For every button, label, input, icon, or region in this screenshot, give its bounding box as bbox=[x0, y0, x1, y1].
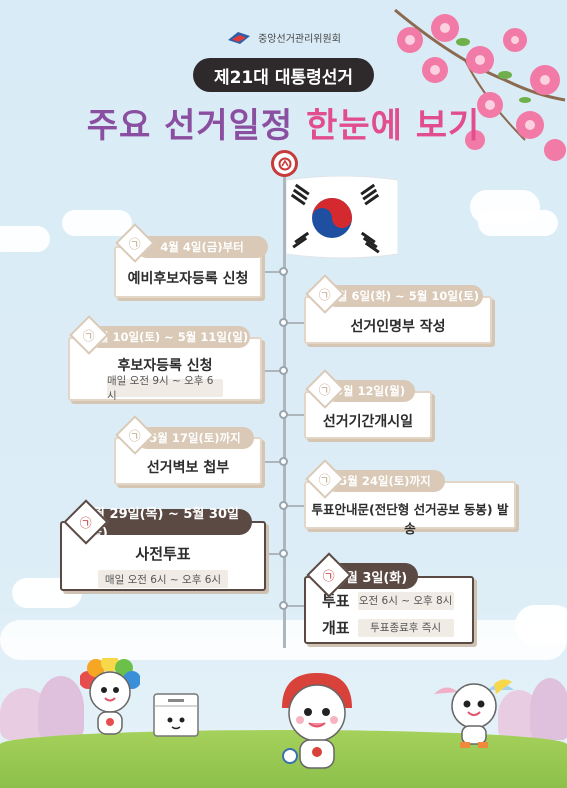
event-date-tag: 5월 29일(목) ~ 5월 30일(금) bbox=[84, 507, 252, 541]
timeline-node bbox=[279, 267, 288, 276]
event-title: 선거인명부 작성 bbox=[350, 319, 446, 335]
event-title: 투표안내문(전단형 선거공보 동봉) 발송 bbox=[311, 502, 509, 536]
organization-header: 중앙선거관리위원회 bbox=[0, 28, 567, 46]
vote-time: 오전 6시 ~ 오후 8시 bbox=[357, 591, 454, 610]
cloud bbox=[515, 605, 567, 645]
event-date-tag: 5월 24일(토)까지 bbox=[325, 470, 445, 492]
event-date-tag: 5월 10일(토) ~ 5월 11일(일) bbox=[88, 326, 250, 348]
election-name-pill: 제21대 대통령선거 bbox=[193, 58, 374, 92]
event-title: 후보자등록 신청 bbox=[117, 358, 213, 374]
pole-top-stamp-icon bbox=[271, 150, 298, 177]
timeline-connector bbox=[266, 553, 284, 555]
timeline-connector bbox=[262, 461, 284, 463]
blossom-bush-decoration bbox=[38, 676, 84, 740]
main-mascot-stamp-icon bbox=[282, 673, 352, 769]
event-time-note: 매일 오전 9시 ~ 오후 6시 bbox=[107, 375, 223, 402]
korean-flag-icon bbox=[286, 176, 398, 259]
ballot-box-mascot-icon bbox=[153, 693, 199, 737]
timeline-node bbox=[279, 549, 288, 558]
timeline-connector bbox=[286, 322, 304, 324]
count-time: 투표종료후 즉시 bbox=[357, 618, 454, 637]
event-date-tag: 5월 12일(월) bbox=[325, 380, 415, 402]
event-title: 선거벽보 첩부 bbox=[146, 460, 230, 476]
event-time-note: 매일 오전 6시 ~ 오후 6시 bbox=[98, 570, 228, 588]
timeline-node bbox=[279, 501, 288, 510]
event-date-tag: 5월 17일(토)까지 bbox=[136, 427, 254, 449]
timeline-node bbox=[279, 457, 288, 466]
title-part-2: 한눈에 보기 bbox=[306, 106, 481, 146]
blossom-bush-decoration bbox=[530, 678, 567, 740]
blossom-branch-decoration bbox=[394, 8, 566, 161]
timeline-connector bbox=[262, 271, 284, 273]
election-commission-logo-icon bbox=[228, 32, 251, 44]
event-title: 선거기간개시일 bbox=[322, 414, 414, 430]
cloud bbox=[0, 226, 50, 252]
event-title: 사전투표 bbox=[135, 545, 191, 563]
timeline-node bbox=[279, 410, 288, 419]
mascot-winged-icon bbox=[434, 679, 514, 748]
event-date-tag: 5월 6일(화) ~ 5월 10일(토) bbox=[325, 285, 483, 307]
title-part-1: 주요 선거일정 bbox=[86, 106, 294, 146]
page-title: 주요 선거일정 한눈에 보기 bbox=[0, 98, 567, 147]
timeline-node bbox=[279, 601, 288, 610]
cloud bbox=[478, 210, 558, 236]
mascot-rainbow-icon bbox=[80, 658, 140, 735]
timeline-connector bbox=[286, 414, 304, 416]
count-label: 개표 bbox=[322, 619, 350, 637]
timeline-connector bbox=[286, 505, 304, 507]
timeline-connector bbox=[262, 370, 284, 372]
event-title: 예비후보자등록 신청 bbox=[127, 271, 249, 287]
event-date-tag: 4월 4일(금)부터 bbox=[136, 236, 268, 258]
timeline-node bbox=[279, 366, 288, 375]
timeline-connector bbox=[286, 605, 304, 607]
timeline-node bbox=[279, 318, 288, 327]
organization-name: 중앙선거관리위원회 bbox=[258, 33, 341, 45]
cloud bbox=[62, 210, 132, 236]
timeline-pole bbox=[283, 168, 286, 648]
